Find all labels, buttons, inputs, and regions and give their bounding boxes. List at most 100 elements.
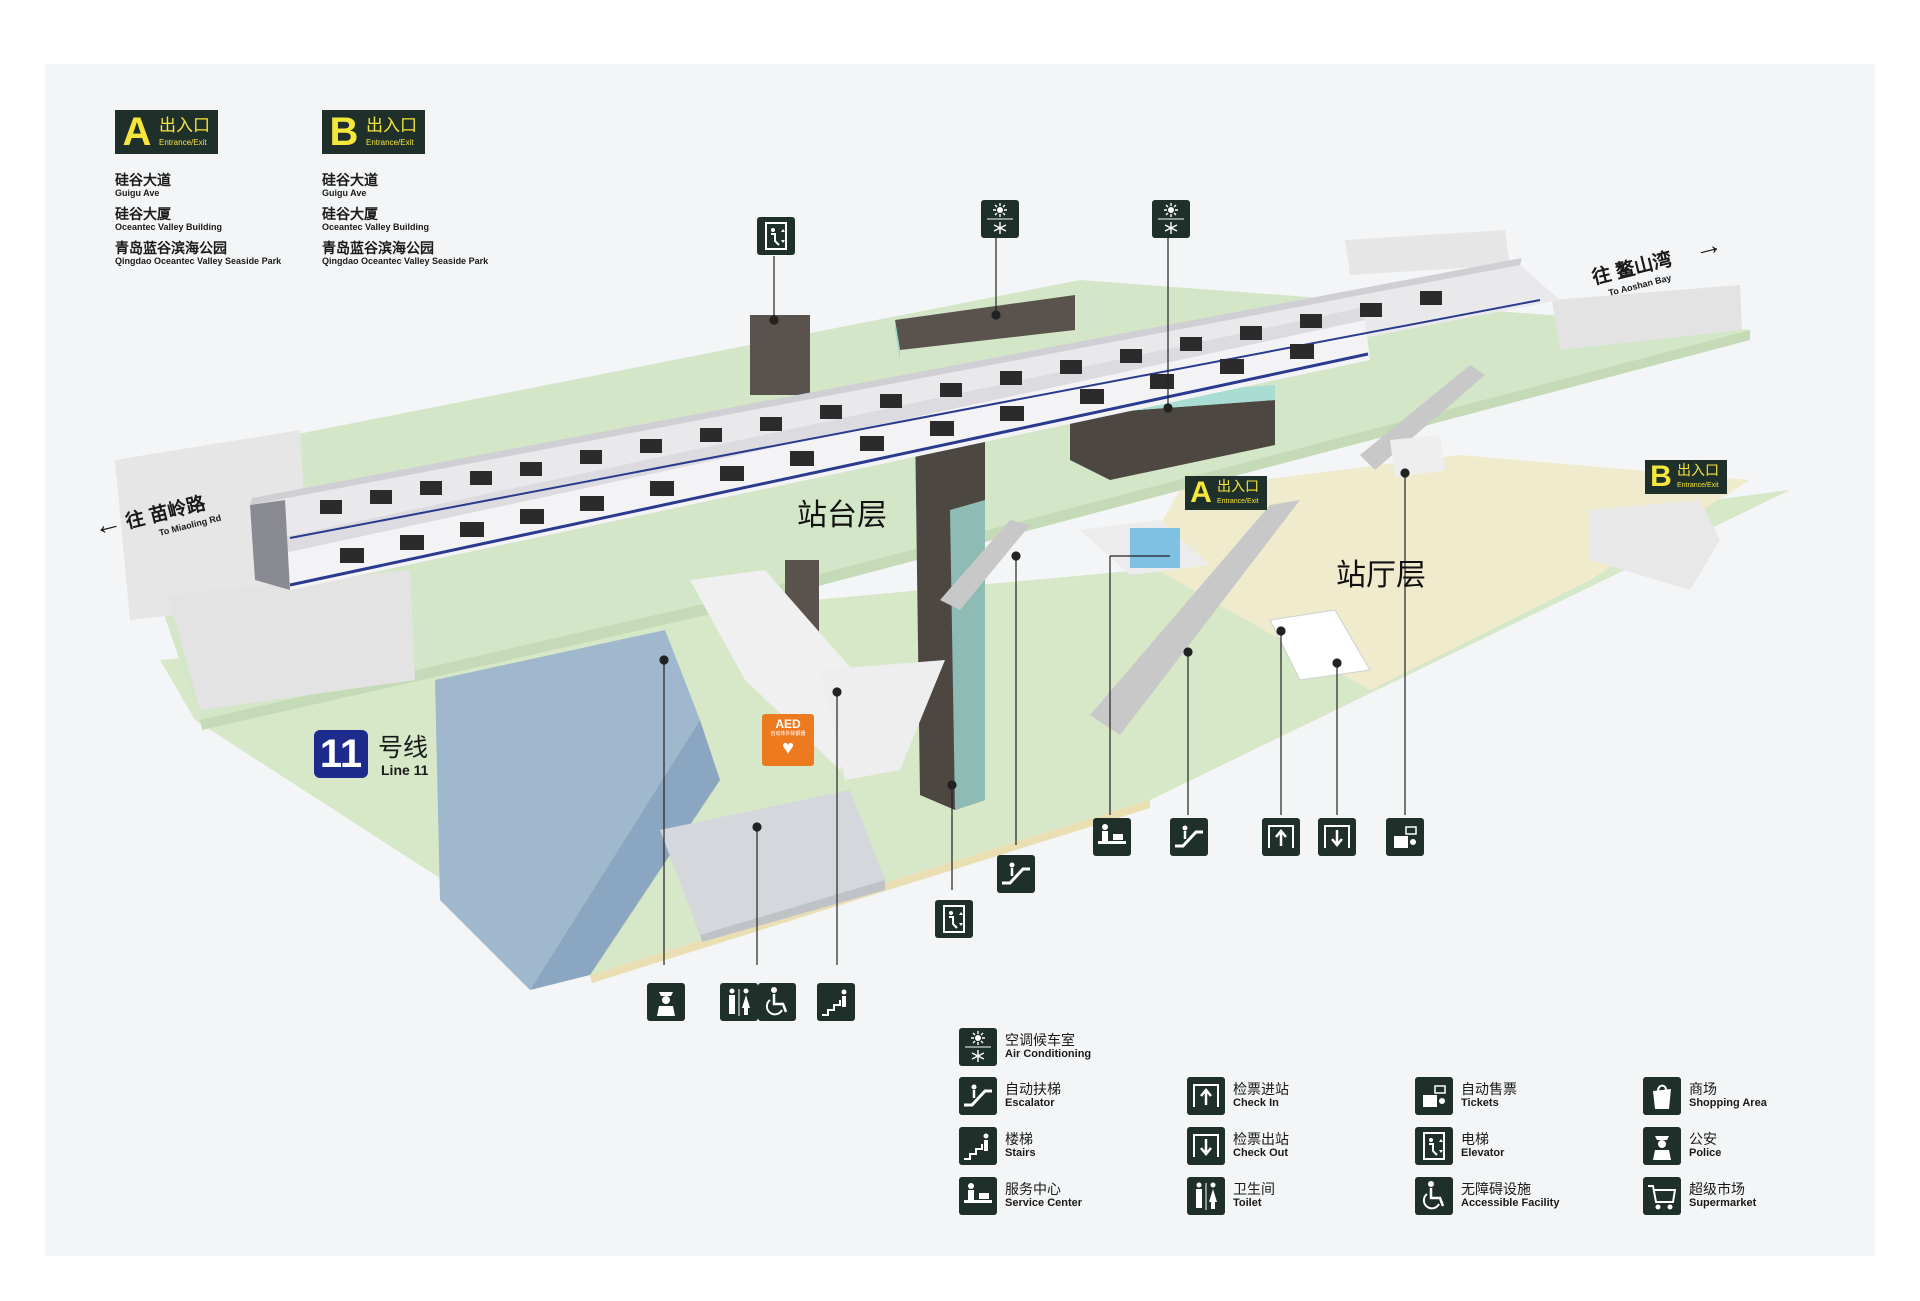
- elevator-icon: [757, 217, 795, 255]
- legend-label-cn: 检票出站: [1233, 1131, 1289, 1147]
- legend-label-cn: 商场: [1689, 1081, 1717, 1097]
- elevator-icon: [935, 900, 973, 938]
- escalator-icon: [1170, 818, 1208, 856]
- platform-end-right-low: [1552, 285, 1742, 350]
- concourse-level-label: 站厅层: [1336, 559, 1426, 592]
- legend-label-cn: 空调候车室: [1005, 1032, 1075, 1048]
- exit-a-label-en: Entrance/Exit: [159, 137, 207, 147]
- exit-b-badge: B 出入口 Entrance/Exit: [322, 110, 425, 154]
- aed-label: AED: [775, 717, 801, 731]
- train-stripe: [289, 352, 1369, 587]
- ticket-machines: [1390, 435, 1445, 478]
- escalator-icon: [959, 1077, 997, 1115]
- check-out-icon: [1187, 1127, 1225, 1165]
- legend-label-cn: 自动扶梯: [1005, 1081, 1061, 1097]
- train-front: [275, 320, 1370, 590]
- exit-b-label-en: Entrance/Exit: [366, 137, 414, 147]
- check-in-icon: [1187, 1077, 1225, 1115]
- legend-label-cn: 检票进站: [1233, 1081, 1289, 1097]
- police-icon: [647, 983, 685, 1021]
- accessible-icon: [758, 983, 796, 1021]
- train-rear-roof: [250, 258, 1522, 505]
- escalator-icon: [997, 855, 1035, 893]
- exit-a-label-cn: 出入口: [159, 115, 210, 135]
- elevator-icon: [1415, 1127, 1453, 1165]
- diagram-exit-b-badge: B 出入口 Entrance/Exit: [1645, 460, 1727, 494]
- stairs-icon: [959, 1127, 997, 1165]
- legend-label-en: Shopping Area: [1689, 1097, 1767, 1109]
- legend-label-en: Toilet: [1233, 1197, 1262, 1209]
- toilet-icon: [1187, 1177, 1225, 1215]
- legend-label-en: Service Center: [1005, 1197, 1083, 1209]
- aed-sub: 自动体外除颤器: [770, 731, 806, 737]
- escalator-main: [1090, 500, 1300, 735]
- platform-slab-edge: [200, 330, 1750, 730]
- tickets-icon: [1386, 818, 1424, 856]
- exit-a-letter: A: [122, 110, 152, 154]
- supermarket-icon: [1643, 1177, 1681, 1215]
- mall-block-top: [435, 630, 700, 990]
- legend-label-cn: 公安: [1689, 1131, 1717, 1147]
- line-label-cn: 号线: [378, 734, 429, 762]
- legend-label-cn: 自动售票: [1461, 1081, 1517, 1097]
- diagram-exit-b-cn: 出入口: [1677, 462, 1719, 478]
- mall-block-side: [530, 720, 720, 990]
- exit-b-letter: B: [329, 110, 359, 154]
- platform-stairs: [690, 570, 870, 770]
- legend-label-cn: 无障碍设施: [1461, 1181, 1531, 1197]
- accessible-icon: [1415, 1177, 1453, 1215]
- legend-label-en: Stairs: [1005, 1147, 1036, 1159]
- diagram-exit-a-en: Entrance/Exit: [1217, 498, 1259, 505]
- platform-level-label: 站台层: [797, 499, 887, 532]
- shopping-icon: [1643, 1077, 1681, 1115]
- elevator-shaft-1: [750, 315, 810, 395]
- elevator-glass: [950, 500, 985, 810]
- train-cab-left: [250, 500, 290, 590]
- platform-end-right: [1345, 230, 1510, 275]
- legend-label-en: Police: [1689, 1147, 1722, 1159]
- legend-label-en: Accessible Facility: [1461, 1197, 1560, 1209]
- aed-badge: AED 自动体外除颤器 ♥: [762, 714, 814, 766]
- air-conditioning-icon: [981, 200, 1019, 238]
- check-out-icon: [1318, 818, 1356, 856]
- legend-label-en: Check In: [1233, 1097, 1279, 1109]
- exit-b-label-cn: 出入口: [366, 115, 417, 135]
- ac-room-2: [1070, 400, 1275, 480]
- legend-label-cn: 电梯: [1461, 1131, 1489, 1147]
- stairs-icon: [817, 983, 855, 1021]
- check-in-icon: [1262, 818, 1300, 856]
- service-stairs: [820, 660, 945, 780]
- diagram-exit-b-letter: B: [1650, 460, 1672, 493]
- legend-label-cn: 超级市场: [1689, 1181, 1745, 1197]
- toilet-icon: [720, 983, 758, 1021]
- train-front-top: [270, 308, 1365, 555]
- concourse-b-block: [1590, 500, 1720, 590]
- service-center-icon: [1093, 818, 1131, 856]
- legend-label-en: Air Conditioning: [1005, 1048, 1092, 1060]
- diagram-exit-b-en: Entrance/Exit: [1677, 482, 1719, 489]
- legend-label-en: Tickets: [1461, 1097, 1499, 1109]
- train-rear-stripe: [289, 299, 1541, 539]
- platform-end-left-low: [168, 570, 415, 710]
- callout-lines: [659, 238, 1410, 965]
- legend-label-cn: 服务中心: [1005, 1181, 1061, 1197]
- arrow-left-icon: ←: [90, 505, 125, 543]
- legend-label-en: Escalator: [1005, 1097, 1055, 1109]
- police-icon: [1643, 1127, 1681, 1165]
